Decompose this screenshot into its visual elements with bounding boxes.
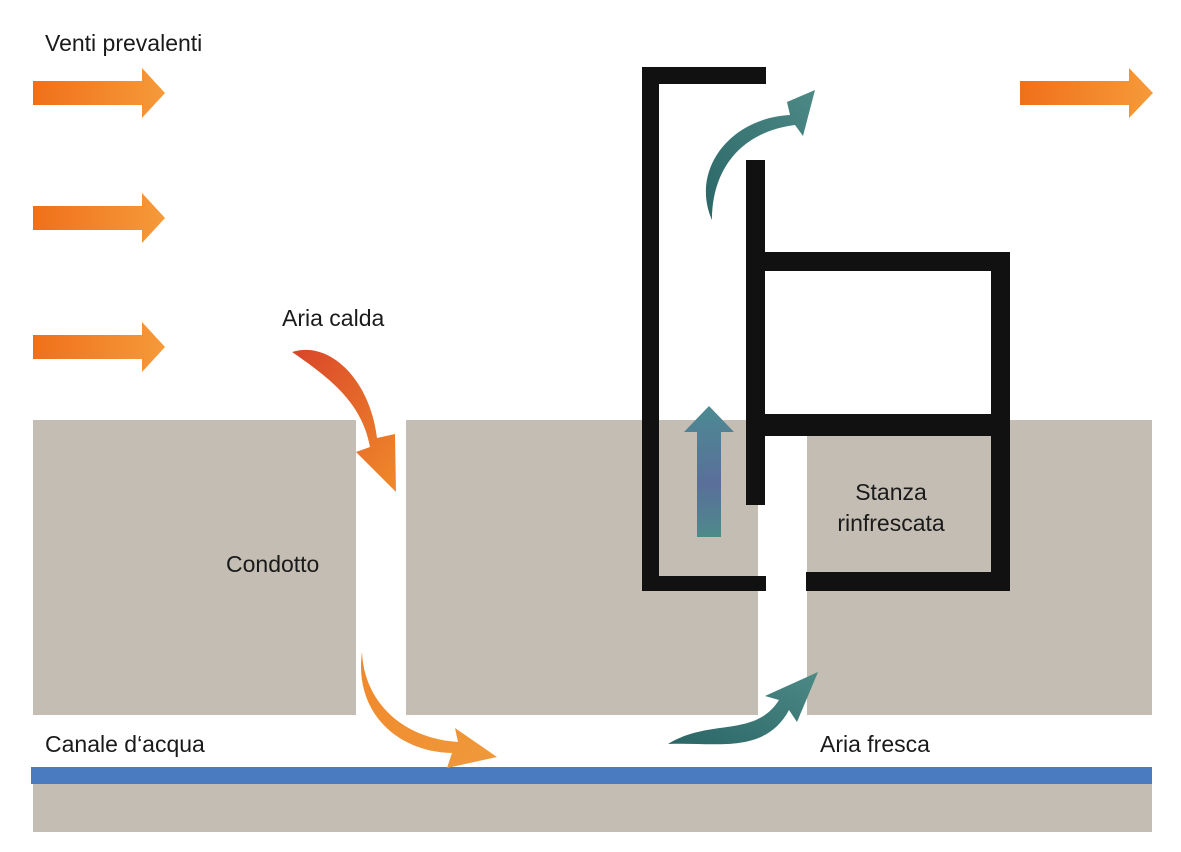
cooled-room-label-line2: rinfrescata — [837, 510, 945, 536]
warm-air-arrow-top — [292, 349, 396, 492]
cooled-room-label: Stanza rinfrescata — [816, 479, 966, 537]
ground-bottom — [33, 782, 1152, 832]
ground-block-right — [807, 420, 1152, 715]
room-bottom — [806, 572, 1010, 591]
ground-block-left — [33, 420, 356, 715]
prevailing-winds-label: Venti prevalenti — [45, 30, 203, 56]
wind-arrows — [33, 68, 1153, 372]
wall-outer-left — [642, 67, 659, 591]
wall-inner — [746, 160, 765, 505]
building-walls — [642, 67, 1010, 591]
fresh-air-arrow-bottom — [668, 672, 818, 745]
room-top — [746, 252, 1010, 271]
wind-arrow-2 — [33, 193, 165, 243]
room-middle-floor — [746, 414, 1010, 436]
water-channel-line — [31, 767, 1152, 784]
wall-outer-bottom-left — [642, 576, 766, 591]
duct-label: Condotto — [226, 551, 320, 577]
wind-arrow-1 — [33, 68, 165, 118]
fresh-air-arrow-top — [705, 90, 815, 220]
warm-air-label: Aria calda — [282, 305, 385, 331]
warm-air-arrow-bottom — [361, 652, 497, 768]
wind-arrow-3 — [33, 322, 165, 372]
water-channel-label: Canale d‘acqua — [45, 731, 205, 757]
wind-arrow-4 — [1020, 68, 1153, 118]
cooled-room-label-line1: Stanza — [855, 479, 927, 505]
updraft-arrow — [684, 406, 734, 537]
wall-outer-top — [642, 67, 766, 84]
fresh-air-label: Aria fresca — [820, 731, 930, 757]
